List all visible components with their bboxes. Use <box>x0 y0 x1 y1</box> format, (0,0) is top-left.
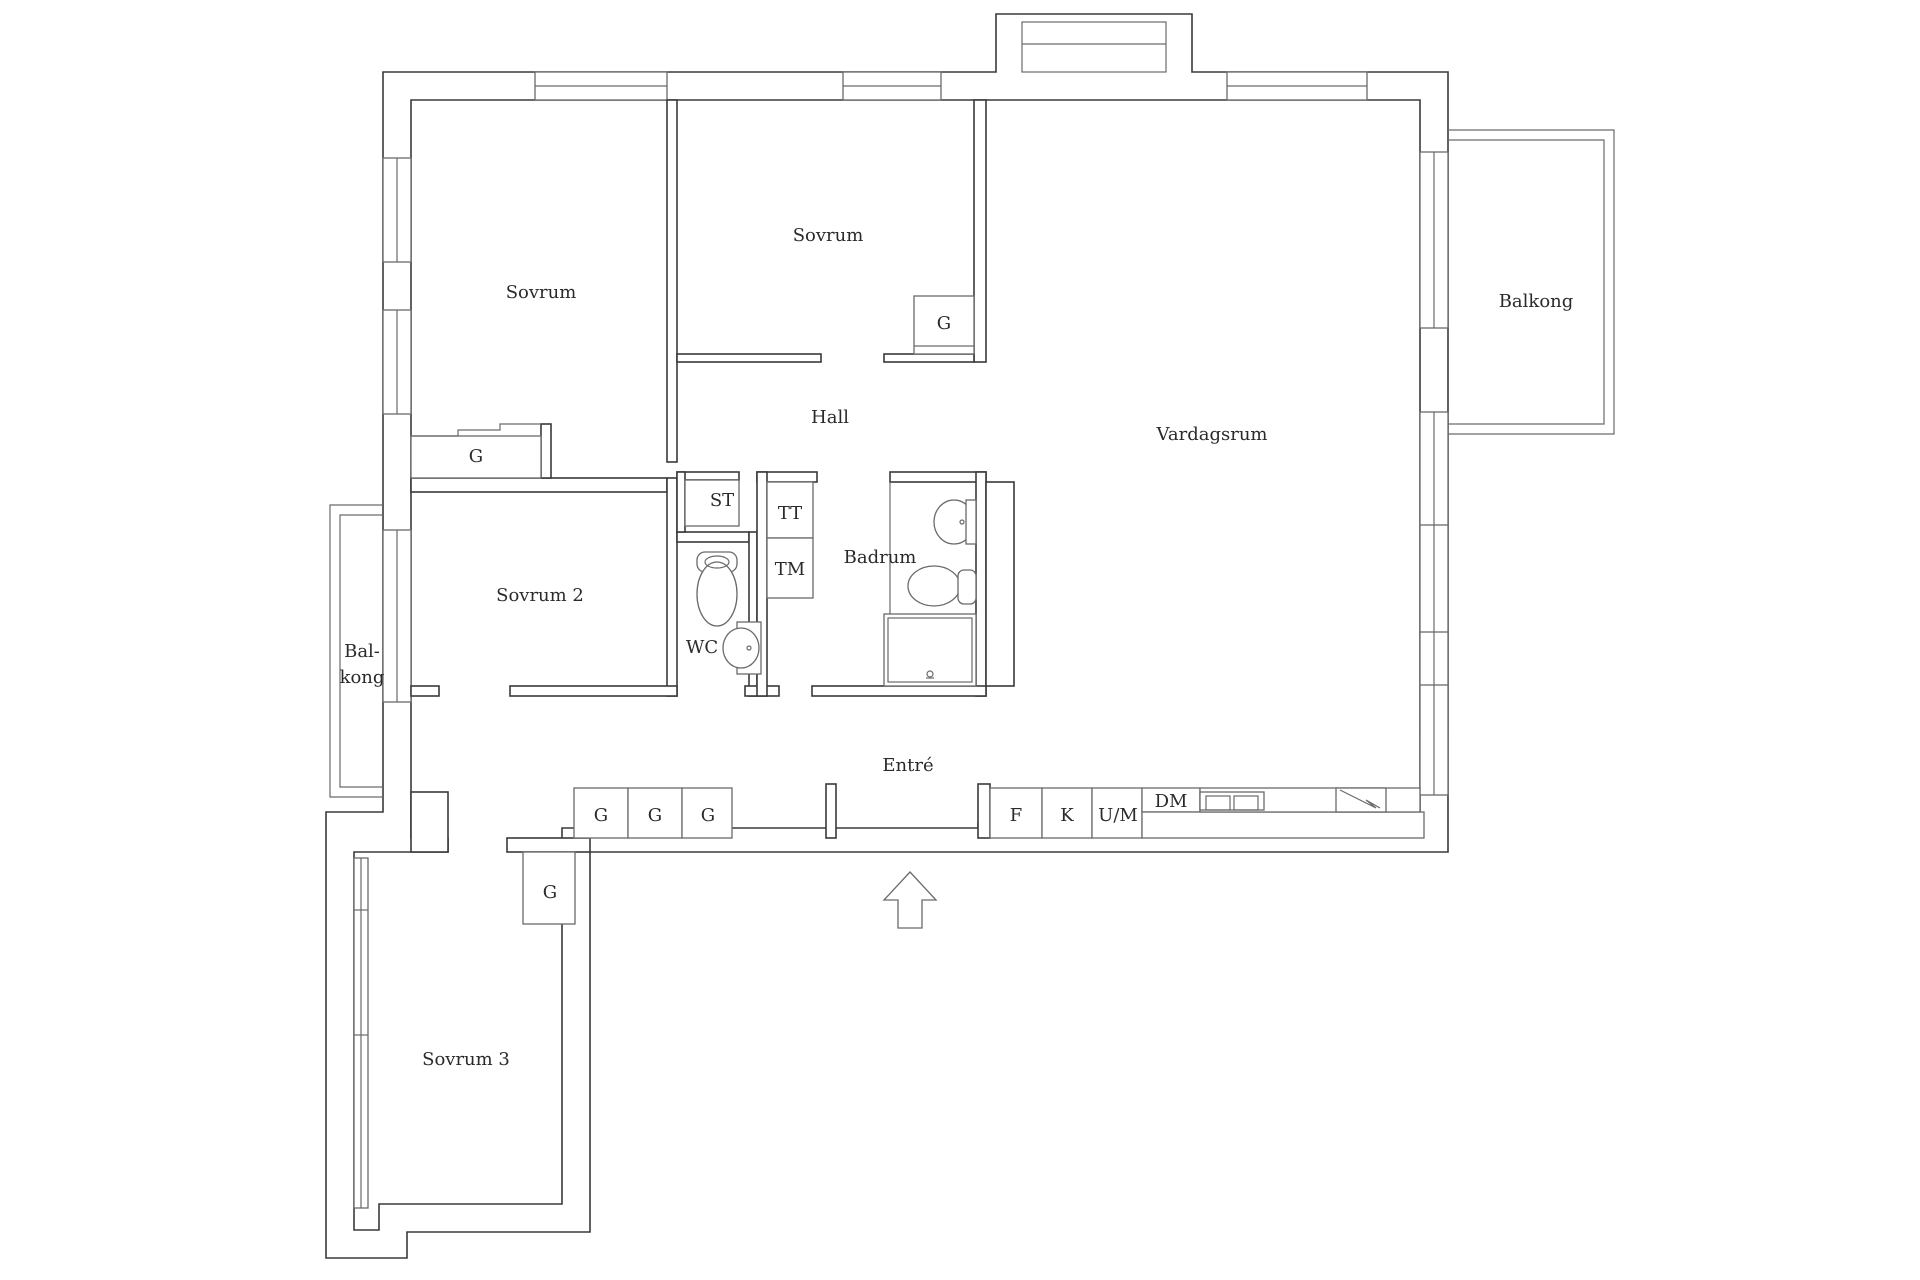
fixture-label-g-entre-1: G <box>594 805 608 826</box>
fixture-label-f: F <box>1010 805 1023 826</box>
room-label-hall: Hall <box>811 407 849 428</box>
sovrum-b-closet <box>913 295 975 355</box>
badrum-toilet <box>907 565 977 607</box>
room-label-balkong-right: Balkong <box>1499 291 1574 312</box>
windows-left <box>382 157 412 703</box>
kitchen-stove <box>1335 787 1387 813</box>
fixture-label-g-sovrum-b: G <box>937 313 951 334</box>
fixture-label-um: U/M <box>1098 805 1138 826</box>
room-label-entre: Entré <box>882 755 933 776</box>
balcony-left <box>329 504 383 798</box>
room-label-badrum: Badrum <box>844 547 917 568</box>
room-label-sovrum-3: Sovrum 3 <box>422 1049 510 1070</box>
fixture-label-g-sovrum-3: G <box>543 882 557 903</box>
tm-appliance <box>766 537 814 599</box>
room-label-vardagsrum: Vardagsrum <box>1156 424 1268 445</box>
st-cabinet <box>684 479 740 527</box>
room-label-balkong-left-1: Bal- <box>344 641 380 662</box>
windows-sovrum-3 <box>353 857 369 1209</box>
room-label-sovrum-b: Sovrum <box>793 225 864 246</box>
fixture-label-dm: DM <box>1155 791 1188 812</box>
windows-right <box>1419 151 1449 796</box>
entrance-arrow-icon <box>882 871 938 929</box>
fixture-label-tm: TM <box>775 559 805 580</box>
fixture-label-tt: TT <box>778 503 802 524</box>
badrum-shower <box>883 613 977 687</box>
entre-closets <box>573 787 733 839</box>
room-label-wc: WC <box>686 637 718 658</box>
sovrum-a-closet <box>410 423 542 479</box>
fixture-label-g-entre-2: G <box>648 805 662 826</box>
fixture-label-st: ST <box>710 490 734 511</box>
room-label-sovrum-a: Sovrum <box>506 282 577 303</box>
bay-window <box>1021 21 1167 73</box>
balcony-right <box>1448 129 1615 435</box>
interior-walls <box>410 99 1015 853</box>
kitchen-sink <box>1199 791 1265 811</box>
fixture-label-k: K <box>1060 805 1074 826</box>
wc-sink <box>722 621 762 675</box>
windows-top <box>534 71 1368 101</box>
sovrum-3-closet <box>522 851 576 925</box>
fixture-label-g-entre-3: G <box>701 805 715 826</box>
badrum-sink <box>933 499 977 545</box>
fixture-label-g-sovrum-a: G <box>469 446 483 467</box>
wc-toilet <box>696 551 738 627</box>
room-label-sovrum-2: Sovrum 2 <box>496 585 584 606</box>
room-label-balkong-left-2: kong <box>340 667 385 688</box>
